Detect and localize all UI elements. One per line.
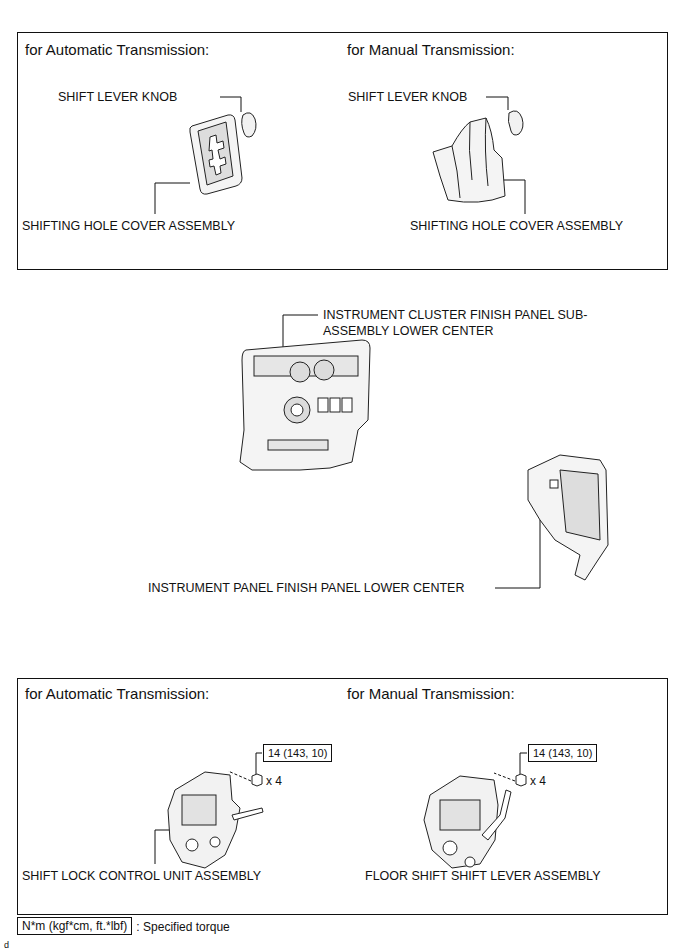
part-name: SHIFTING HOLE COVER ASSEMBLY [410, 218, 623, 234]
leader-lines [155, 97, 540, 864]
part-name: SHIFT LEVER KNOB [58, 89, 177, 105]
group-heading: for Automatic Transmission: [25, 685, 209, 703]
legend-text: : Specified torque [136, 919, 229, 935]
quantity: x 4 [530, 773, 546, 789]
torque-value: N*m (kgf*cm, ft.*lbf) [22, 919, 127, 933]
torque-value: 14 (143, 10) [268, 747, 327, 759]
part-name: INSTRUMENT CLUSTER FINISH PANEL SUB-ASSE… [323, 307, 598, 339]
torque-unit-box: N*m (kgf*cm, ft.*lbf) [17, 917, 132, 935]
group-heading: for Manual Transmission: [347, 41, 515, 59]
part-name: SHIFT LOCK CONTROL UNIT ASSEMBLY [22, 868, 261, 884]
figure-code: d [4, 937, 9, 951]
group-heading: for Manual Transmission: [347, 685, 515, 703]
group-frame: for Automatic Transmission: for Manual Tr… [17, 32, 668, 270]
torque-value: 14 (143, 10) [533, 747, 592, 759]
part-name: SHIFT LEVER KNOB [348, 89, 467, 105]
group-heading: for Automatic Transmission: [25, 41, 209, 59]
part-name: FLOOR SHIFT SHIFT LEVER ASSEMBLY [365, 868, 600, 884]
torque-box: 14 (143, 10) [263, 744, 332, 762]
torque-box: 14 (143, 10) [528, 744, 597, 762]
quantity: x 4 [266, 773, 282, 789]
part-name: SHIFTING HOLE COVER ASSEMBLY [22, 218, 235, 234]
part-name: INSTRUMENT PANEL FINISH PANEL LOWER CENT… [148, 580, 464, 596]
